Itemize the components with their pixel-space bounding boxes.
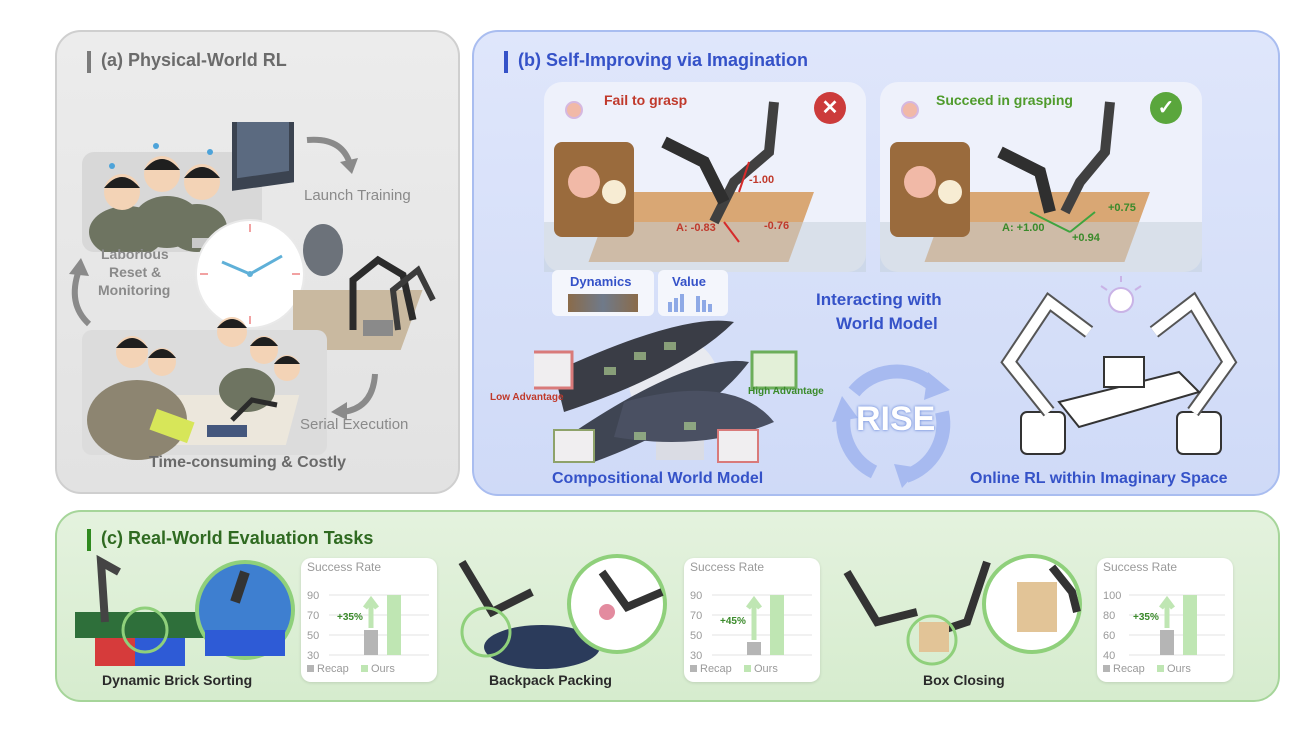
tick-1-0: 90: [690, 590, 702, 602]
dynamics-thumbnails-icon: [568, 294, 638, 312]
fail-a-value: A: -0.83: [676, 222, 716, 234]
value-label: Value: [672, 274, 706, 289]
panel-self-improving: (b) Self-Improving via Imagination Fail …: [472, 30, 1280, 496]
serial-execution-label: Serial Execution: [300, 416, 409, 433]
recap-bar-2: [1160, 630, 1174, 655]
gain-arrow-2: [1159, 595, 1175, 628]
scene-people-resetting: [82, 310, 332, 460]
tick-0-0: 90: [307, 590, 319, 602]
success-rate-label-0: Success Rate: [307, 560, 382, 574]
rise-logo: RISE: [856, 400, 936, 438]
fail-scene-illustration: [544, 101, 866, 272]
success-rate-card-0: Success Rate 90 70 50 30 +35% Recap Ours: [301, 558, 437, 682]
success-scene-illustration: [880, 101, 1202, 272]
task-name-0: Dynamic Brick Sorting: [102, 672, 253, 688]
tick-1-2: 50: [690, 630, 702, 642]
success-rate-label-2: Success Rate: [1103, 560, 1178, 574]
value-card: Value: [658, 270, 728, 316]
reset-label-line3: Monitoring: [98, 282, 171, 298]
legend-ours-0: Ours: [371, 663, 395, 675]
high-advantage-label: High Advantage: [748, 386, 824, 397]
tick-1-1: 70: [690, 610, 702, 622]
online-rl-label: Online RL within Imaginary Space: [970, 470, 1228, 487]
gain-2: +35%: [1133, 612, 1159, 623]
legend-recap-0: Recap: [317, 663, 349, 675]
legend-ours-1: Ours: [754, 663, 778, 675]
fail-label: Fail to grasp: [604, 92, 688, 108]
dynamics-card: Dynamics: [552, 270, 654, 316]
ours-bar-2: [1183, 595, 1197, 655]
tick-2-2: 60: [1103, 630, 1115, 642]
panel-a-footer: Time-consuming & Costly: [149, 454, 347, 471]
fail-v2-value: -0.76: [764, 220, 790, 232]
ours-bar-1: [770, 595, 784, 655]
fail-scene: Fail to grasp A: -0.83 -1.00 -0.76 ✕: [544, 82, 866, 272]
brick-sorting-illustration: [75, 554, 295, 666]
arrow-serial-icon: [325, 370, 380, 420]
imaginary-robot-arms-illustration: [1000, 276, 1238, 455]
gain-arrow-0: [363, 595, 379, 628]
reset-label-line1: Laborious: [101, 246, 169, 262]
success-rate-card-2: Success Rate 100 80 60 40 +35% Recap Our…: [1097, 558, 1233, 682]
gain-arrow-1: [746, 595, 762, 640]
film-strip-world-model-illustration: [534, 320, 798, 463]
task-name-2: Box Closing: [923, 672, 1005, 688]
panel-c-title: (c) Real-World Evaluation Tasks: [87, 528, 373, 551]
panel-physical-world-rl: (a) Physical-World RL: [55, 30, 460, 494]
success-v1-value: +0.75: [1108, 202, 1136, 214]
success-v2-value: +0.94: [1072, 232, 1100, 244]
recap-bar-1: [747, 642, 761, 655]
success-a-value: A: +1.00: [1002, 222, 1045, 234]
tick-2-1: 80: [1103, 610, 1115, 622]
people-at-computer-illustration: [82, 94, 294, 258]
tick-1-3: 30: [690, 650, 702, 662]
task-name-1: Backpack Packing: [489, 672, 612, 688]
panel-b-title: (b) Self-Improving via Imagination: [504, 50, 808, 73]
launch-training-label: Launch Training: [304, 187, 411, 204]
value-bars-icon: [668, 294, 712, 312]
ours-bar-0: [387, 595, 401, 655]
legend-recap-1: Recap: [700, 663, 732, 675]
interacting-line1: Interacting with: [816, 290, 942, 309]
cycle-arrows-icon: [832, 364, 951, 488]
compositional-label: Compositional World Model: [552, 470, 764, 487]
gain-1: +45%: [720, 616, 746, 627]
fail-x-icon: ✕: [814, 92, 846, 124]
recap-bar-0: [364, 630, 378, 655]
arrow-launch-icon: [302, 132, 362, 177]
tick-2-0: 100: [1103, 590, 1121, 602]
success-check-icon: ✓: [1150, 92, 1182, 124]
clock-icon: [194, 218, 306, 330]
legend-recap-2: Recap: [1113, 663, 1145, 675]
tick-0-2: 50: [307, 630, 319, 642]
gain-0: +35%: [337, 612, 363, 623]
panel-real-world-evaluation: (c) Real-World Evaluation Tasks Dynamic …: [55, 510, 1280, 702]
scene-people-at-computer: [82, 94, 312, 258]
dynamics-label: Dynamics: [570, 274, 632, 289]
tick-2-3: 40: [1103, 650, 1115, 662]
tick-0-3: 30: [307, 650, 319, 662]
fail-v1-value: -1.00: [749, 174, 775, 186]
reset-label-line2: Reset &: [109, 264, 162, 280]
panel-a-title: (a) Physical-World RL: [87, 50, 287, 73]
tick-0-1: 70: [307, 610, 319, 622]
success-rate-card-1: Success Rate 90 70 50 30 +45% Recap Ours: [684, 558, 820, 682]
success-rate-label-1: Success Rate: [690, 560, 765, 574]
success-label: Succeed in grasping: [936, 92, 1073, 108]
low-advantage-label: Low Advantage: [490, 392, 564, 403]
arrow-reset-icon: [63, 254, 98, 329]
interacting-line2: World Model: [836, 314, 938, 333]
backpack-packing-illustration: [458, 554, 667, 669]
success-scene: Succeed in grasping A: +1.00 +0.75 +0.94…: [880, 82, 1202, 272]
box-closing-illustration: [843, 554, 1082, 666]
legend-ours-2: Ours: [1167, 663, 1191, 675]
